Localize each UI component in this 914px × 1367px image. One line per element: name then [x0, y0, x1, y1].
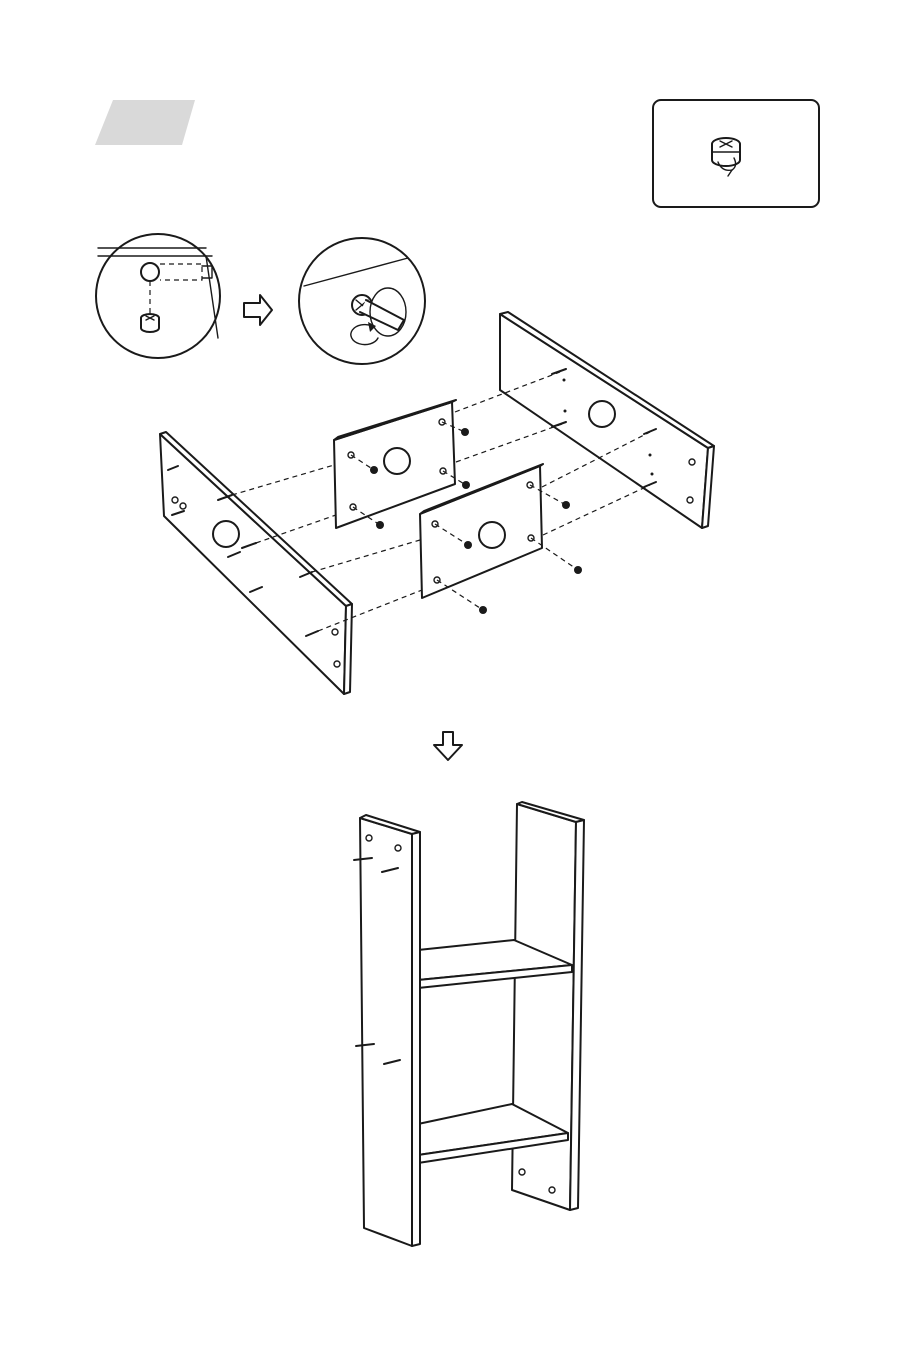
detail-circle-2	[299, 238, 425, 364]
assembled-right-panel	[512, 802, 584, 1210]
assembled-left-panel	[354, 815, 420, 1246]
hardware-box	[653, 100, 819, 207]
arrow-right-icon	[244, 295, 272, 325]
cam-lock-insert-icon	[141, 314, 159, 332]
assembled-frame-icon	[354, 802, 584, 1246]
step-badge-shape	[95, 100, 195, 145]
panel-label-circle	[589, 401, 615, 427]
exploded-view	[160, 312, 714, 694]
arrow-down-icon	[434, 732, 462, 760]
detail-circle-1	[96, 234, 220, 358]
step-badge	[95, 100, 195, 145]
left-side-panel	[160, 432, 352, 694]
